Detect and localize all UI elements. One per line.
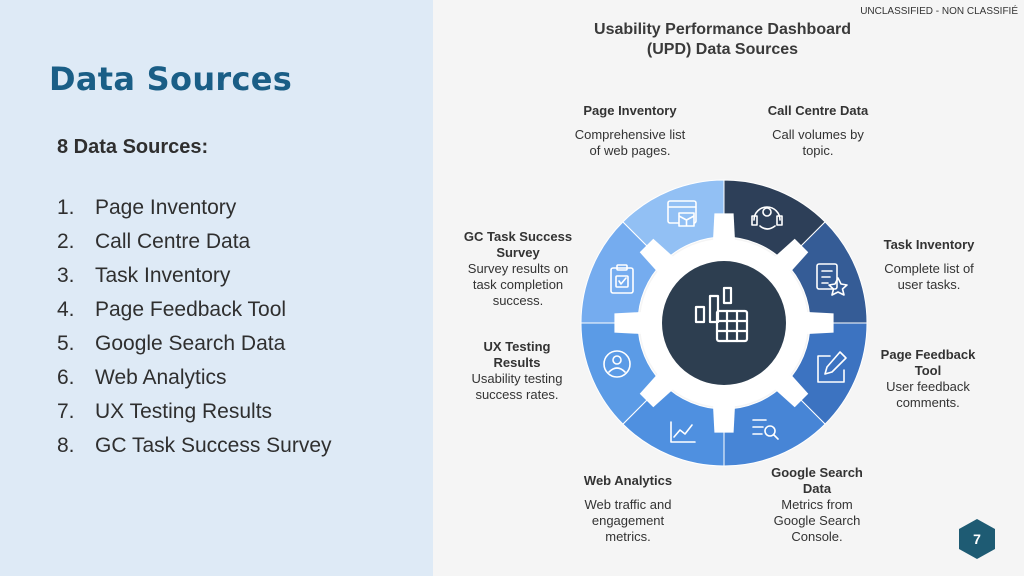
list-label: UX Testing Results [95,400,273,423]
segment-description: Survey results on task completion succes… [467,261,569,308]
segment-description: Metrics from Google Search Console. [773,497,861,544]
gear-tooth [614,312,641,334]
data-source-item: 3. Task Inventory [57,259,332,293]
left-panel: Data Sources 8 Data Sources: 1. Page Inve… [0,0,433,576]
data-source-list: 1. Page Inventory 2. Call Centre Data 3. Task… [57,191,332,463]
infographic-title-line-1: Usability Performance Dashboard [594,21,851,38]
survey-clipboard-icon [610,264,634,294]
list-label: Page Feedback Tool [95,298,287,321]
segment-label-task-inventory: Task Inventory Complete list of user tas… [877,237,981,293]
segment-title: Task Inventory [883,237,975,252]
page-number-badge: 7 [956,518,998,560]
segment-description: Usability testing success rates. [471,371,563,402]
gear-tooth [713,213,735,240]
infographic-title: Usability Performance Dashboard (UPD) Da… [560,20,885,60]
segment-label-google-search-data: Google Search Data Metrics from Google S… [759,465,875,545]
gear-tooth [713,406,735,433]
gear-tooth [639,238,673,272]
segment-label-gc-task-success-survey: GC Task Success Survey Survey results on… [463,229,573,309]
gear-tooth [775,374,809,408]
list-label: Task Inventory [95,264,231,287]
classification-label: UNCLASSIFIED - NON CLASSIFIÉ [860,6,1018,17]
segment-title: Page Inventory [583,103,677,118]
data-source-item: 7. UX Testing Results [57,395,332,429]
list-number: 6. [57,366,75,389]
segment-label-page-inventory: Page Inventory Comprehensive list of web… [568,103,692,159]
segment-title: GC Task Success Survey [463,229,573,260]
dashboard-chart-icon [694,286,749,343]
list-heading: 8 Data Sources: [57,136,209,158]
web-page-icon [667,200,697,227]
segment-description: User feedback comments. [886,379,970,410]
segment-title: Page Feedback Tool [880,347,976,378]
list-label: Google Search Data [95,332,286,355]
data-source-item: 2. Call Centre Data [57,225,332,259]
list-number: 7. [57,400,75,423]
data-source-item: 5. Google Search Data [57,327,332,361]
gear-tooth [775,238,809,272]
segment-title: Google Search Data [771,465,863,496]
list-label: Page Inventory [95,196,237,219]
segment-description: Comprehensive list of web pages. [574,127,686,158]
gear-tooth [639,374,673,408]
segment-title: Call Centre Data [767,103,869,118]
slide-title: Data Sources [49,60,293,98]
data-source-item: 1. Page Inventory [57,191,332,225]
segment-label-ux-testing-results: UX Testing Results Usability testing suc… [462,339,572,403]
list-number: 2. [57,230,75,253]
segment-description: Call volumes by topic. [772,127,864,158]
user-testing-icon [603,350,631,378]
segment-label-web-analytics: Web Analytics Web traffic and engagement… [572,473,684,545]
data-source-item: 8. GC Task Success Survey [57,429,332,463]
list-label: Web Analytics [95,366,227,389]
list-number: 1. [57,196,75,219]
page-number: 7 [973,531,981,547]
hexagon-shape [959,519,995,559]
segment-label-page-feedback-tool: Page Feedback Tool User feedback comment… [875,347,981,411]
headset-icon [751,206,783,230]
segment-description: Complete list of user tasks. [884,261,974,292]
segment-title: Web Analytics [583,473,673,488]
feedback-edit-icon [817,351,847,383]
task-checklist-icon [816,263,848,296]
list-label: Call Centre Data [95,230,251,253]
list-label: GC Task Success Survey [95,434,332,457]
infographic-title-line-2: (UPD) Data Sources [646,41,799,58]
analytics-chart-icon [670,421,696,443]
wheel-center [662,261,786,385]
segment-label-call-centre-data: Call Centre Data Call volumes by topic. [758,103,878,159]
data-source-item: 4. Page Feedback Tool [57,293,332,327]
list-number: 4. [57,298,75,321]
data-source-item: 6. Web Analytics [57,361,332,395]
search-list-icon [752,419,779,440]
segment-title: UX Testing Results [483,339,551,370]
list-number: 8. [57,434,75,457]
list-number: 3. [57,264,75,287]
wheel-segment [622,179,725,263]
gear-tooth [807,312,834,334]
list-number: 5. [57,332,75,355]
segment-description: Web traffic and engagement metrics. [584,497,672,544]
